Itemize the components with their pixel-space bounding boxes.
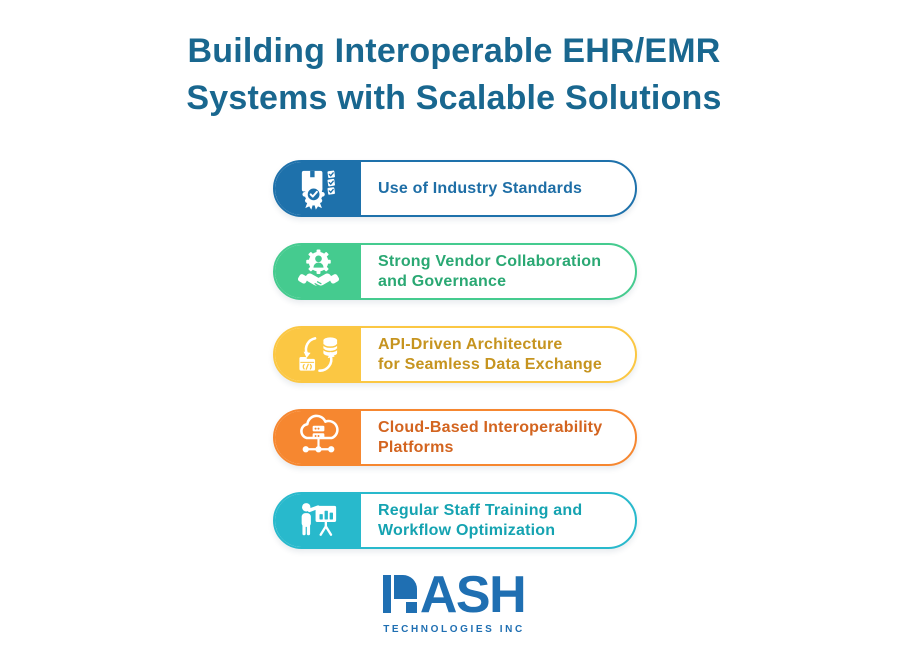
- brand-wordmark: ASH: [382, 569, 527, 621]
- brand-name-rest: ASH: [419, 566, 527, 624]
- item-label: Strong Vendor Collaboration and Governan…: [361, 245, 635, 298]
- item-pill-api-architecture: API-Driven Architecture for Seamless Dat…: [273, 326, 637, 383]
- item-label: Use of Industry Standards: [361, 162, 635, 215]
- item-label-line: Use of Industry Standards: [378, 179, 583, 197]
- item-list: Use of Industry Standards: [273, 160, 637, 549]
- page-title-line1: Building Interoperable EHR/EMR: [187, 32, 721, 70]
- item-label-line: Platforms: [378, 438, 454, 456]
- item-label-line: and Governance: [378, 272, 507, 290]
- item-label-line: for Seamless Data Exchange: [378, 355, 602, 373]
- item-pill-industry-standards: Use of Industry Standards: [273, 160, 637, 217]
- item-pill-vendor-collaboration: Strong Vendor Collaboration and Governan…: [273, 243, 637, 300]
- brand-logo: ASH TECHNOLOGIES INC: [0, 569, 908, 635]
- item-label: API-Driven Architecture for Seamless Dat…: [361, 328, 635, 381]
- page-title-line2: Systems with Scalable Solutions: [186, 79, 722, 117]
- certificate-checklist-icon: [275, 162, 361, 215]
- brand-subtitle: TECHNOLOGIES INC: [383, 624, 525, 635]
- training-presentation-icon: [275, 494, 361, 547]
- item-label: Cloud-Based Interoperability Platforms: [361, 411, 635, 464]
- item-label: Regular Staff Training and Workflow Opti…: [361, 494, 635, 547]
- cloud-network-icon: [275, 411, 361, 464]
- item-label-line: Strong Vendor Collaboration: [378, 252, 602, 270]
- item-pill-cloud-platforms: Cloud-Based Interoperability Platforms: [273, 409, 637, 466]
- data-sync-icon: [275, 328, 361, 381]
- page-title: Building Interoperable EHR/EMR Systems w…: [0, 28, 908, 122]
- item-label-line: API-Driven Architecture: [378, 335, 563, 353]
- logo-d-glyph: [382, 575, 417, 613]
- item-label-line: Regular Staff Training and: [378, 501, 583, 519]
- handshake-gear-icon: [275, 245, 361, 298]
- item-label-line: Workflow Optimization: [378, 521, 556, 539]
- item-pill-staff-training: Regular Staff Training and Workflow Opti…: [273, 492, 637, 549]
- item-label-line: Cloud-Based Interoperability: [378, 418, 603, 436]
